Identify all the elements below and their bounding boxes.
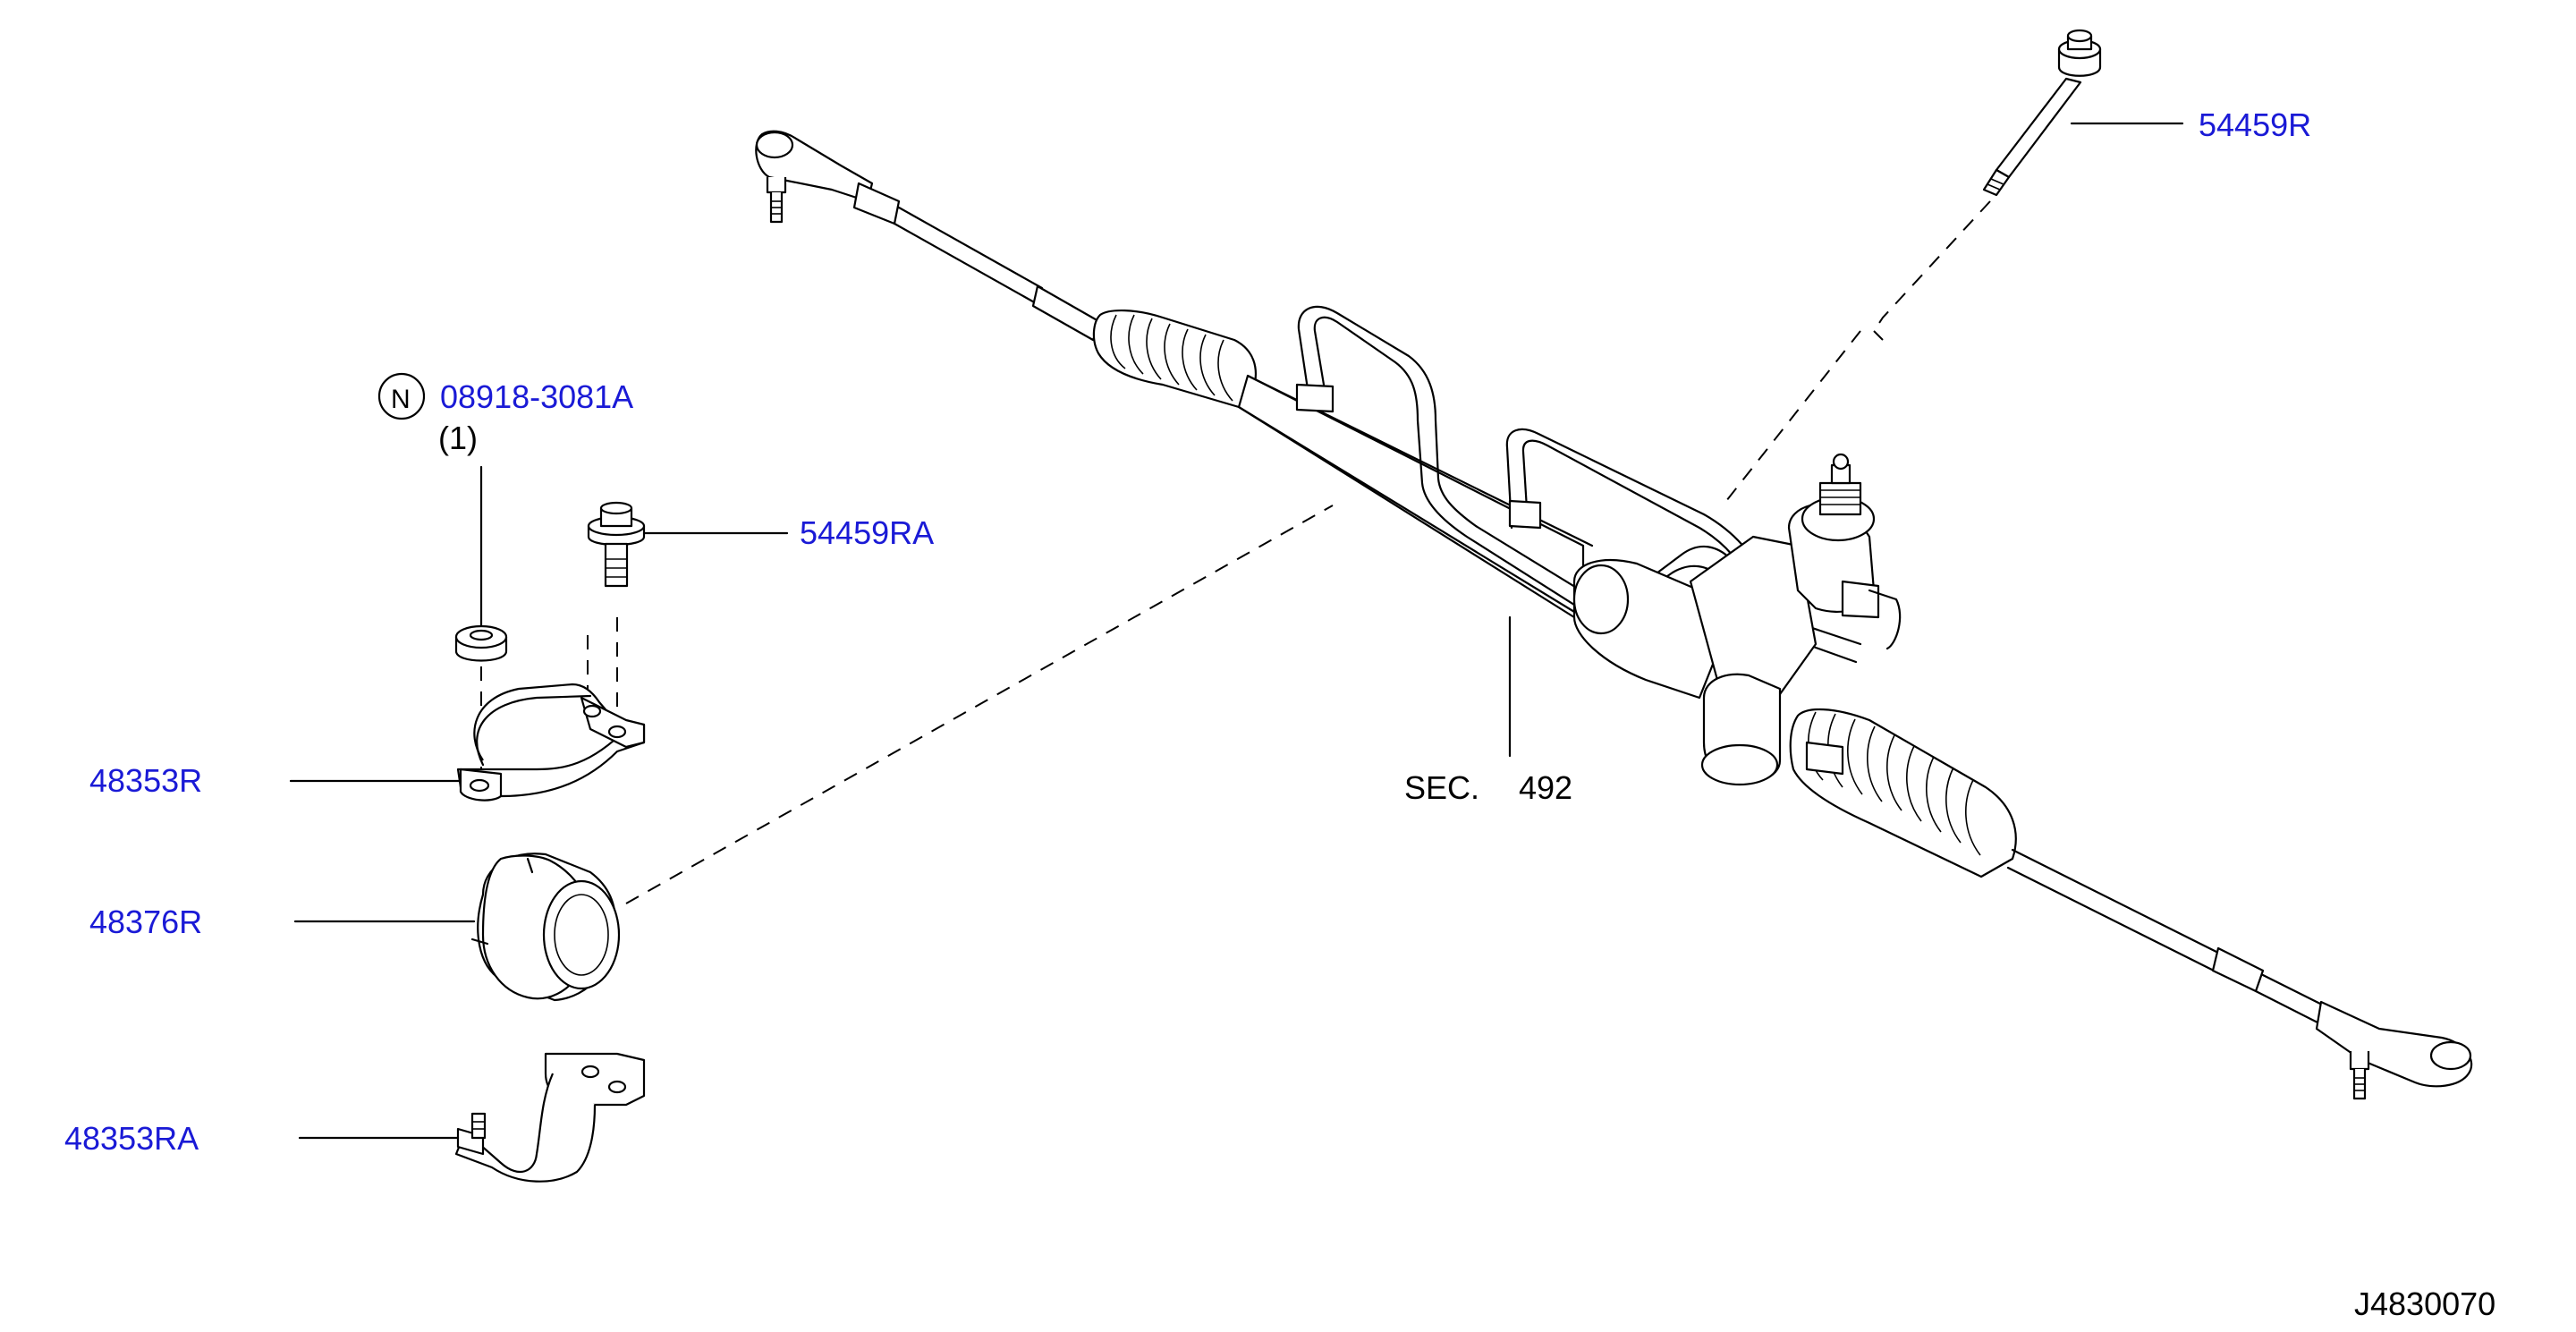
bolt-54459r	[1982, 29, 2102, 197]
right-tie-rod-end	[2315, 1000, 2473, 1100]
right-rack-boot	[1789, 708, 2017, 878]
bushing-48376r	[470, 853, 621, 1002]
left-tie-rod-end	[755, 130, 901, 225]
rack-housing	[1572, 535, 1818, 786]
left-rack-boot	[1092, 309, 1257, 409]
label-54459ra[interactable]: 54459RA	[800, 514, 934, 551]
pinion-valve	[1787, 453, 1902, 650]
bolt-54459r-dashed-guide	[1725, 200, 1991, 502]
clamp-48353r	[456, 683, 646, 802]
clamp-48353ra	[454, 1052, 646, 1183]
label-sec-number[interactable]: 492	[1519, 769, 1572, 806]
bushing-dashed-guide	[625, 505, 1334, 904]
hydraulic-lines	[1295, 305, 1862, 664]
new-part-marker-circle	[377, 372, 426, 420]
bolt-54459ra	[587, 501, 646, 588]
bolt-54459ra-dashed-guide	[587, 617, 618, 716]
label-sec-prefix: SEC.	[1404, 769, 1479, 806]
label-48376r[interactable]: 48376R	[89, 904, 202, 940]
label-54459r[interactable]: 54459R	[2199, 106, 2311, 143]
label-48353ra[interactable]: 48353RA	[64, 1120, 199, 1157]
steering-rack-assembly	[755, 130, 2473, 1100]
label-08918-3081a[interactable]: 08918-3081A	[440, 378, 633, 415]
nut-08918-3081a	[454, 624, 508, 662]
diagram-code: J4830070	[2354, 1285, 2496, 1322]
new-part-marker-letter: N	[391, 385, 411, 414]
label-08918-3081a-quantity: (1)	[438, 420, 478, 456]
label-48353r[interactable]: 48353R	[89, 762, 202, 799]
